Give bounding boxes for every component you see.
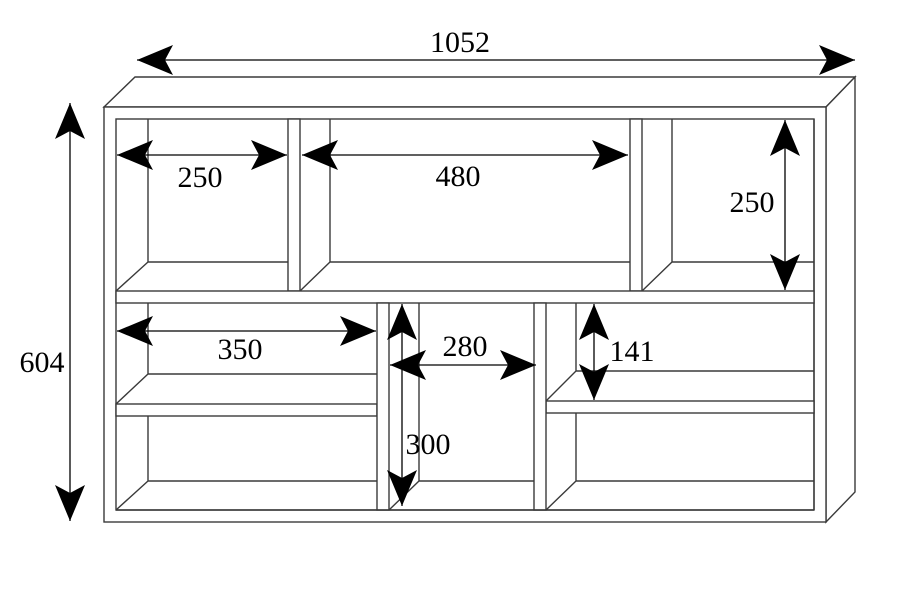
divider-top-2 — [629, 118, 643, 292]
top-depth-face — [102, 76, 857, 108]
label-top-height: 250 — [730, 186, 775, 219]
label-overall-height: 604 — [20, 346, 65, 379]
top-row-cells — [115, 118, 814, 292]
label-bottom-right-height: 141 — [610, 335, 655, 368]
divider-bottom-2 — [533, 302, 547, 511]
label-top-middle-width: 480 — [436, 160, 481, 193]
dimension-arrows — [55, 45, 855, 521]
shelf-bottom-left — [115, 403, 378, 417]
front-frame — [103, 106, 827, 523]
middle-shelf — [115, 290, 815, 304]
divider-top-1 — [287, 118, 301, 292]
divider-bottom-1 — [376, 302, 390, 511]
dimension-labels: 1052 604 250 480 250 350 280 300 141 — [20, 26, 775, 461]
label-bottom-middle-height: 300 — [406, 428, 451, 461]
shelf-body — [102, 75, 857, 524]
right-depth-face — [825, 75, 856, 524]
label-bottom-left-width: 350 — [218, 333, 263, 366]
label-overall-width: 1052 — [430, 26, 490, 59]
label-top-left-width: 250 — [178, 161, 223, 194]
label-bottom-middle-width: 280 — [443, 330, 488, 363]
shelf-bottom-right — [545, 400, 815, 414]
